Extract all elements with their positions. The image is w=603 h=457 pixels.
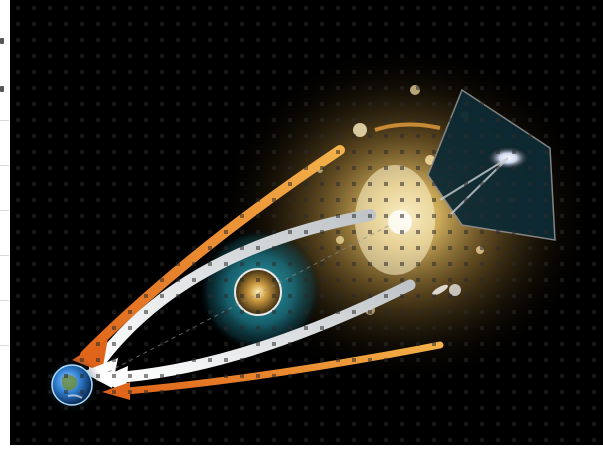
- left-margin-strip: [0, 0, 10, 457]
- margin-line: [0, 120, 9, 121]
- margin-mark: [0, 86, 4, 92]
- illustration-canvas: [10, 0, 603, 445]
- margin-line: [0, 255, 9, 256]
- lensing-illustration: [10, 0, 603, 445]
- margin-line: [0, 300, 9, 301]
- margin-line: [0, 345, 9, 346]
- bottom-margin: [10, 445, 603, 457]
- margin-line: [0, 165, 9, 166]
- margin-line: [0, 210, 9, 211]
- margin-mark: [0, 38, 4, 44]
- dot-grid-overlay: [10, 0, 603, 445]
